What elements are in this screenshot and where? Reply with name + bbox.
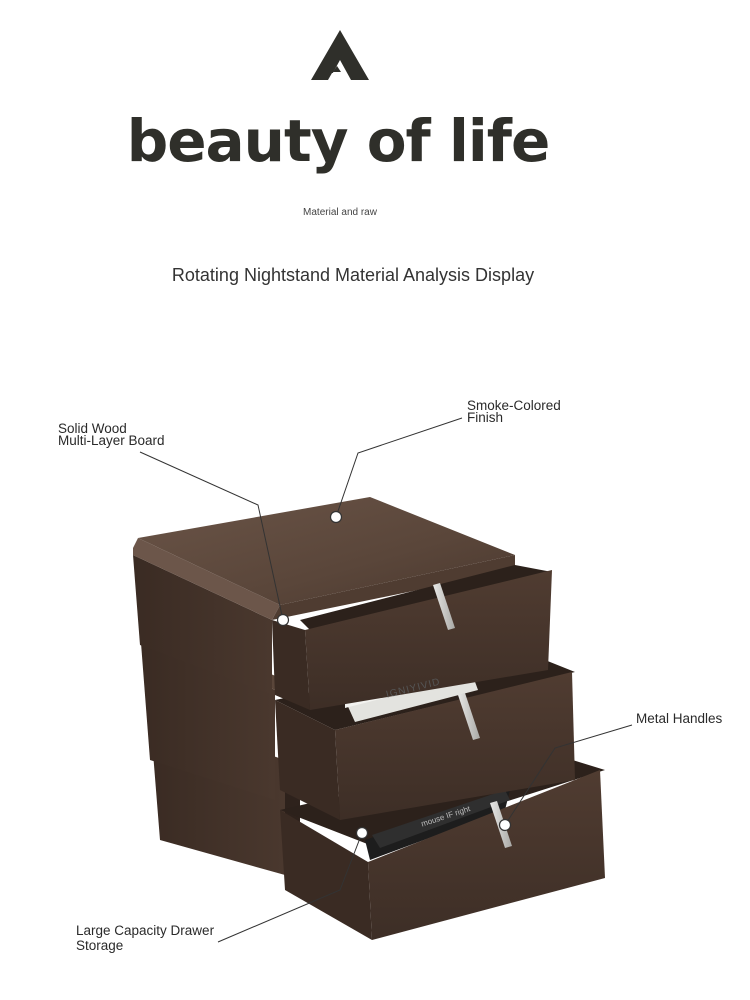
brand-logo-icon (311, 30, 369, 80)
headline: beauty of life (126, 107, 551, 175)
callout-leader-lines (139, 417, 633, 943)
callout-dots (276, 510, 512, 840)
callout-solid-wood: Solid Wood Multi-Layer Board (58, 421, 165, 448)
tagline: Material and raw (303, 207, 377, 218)
callout-smoke-finish-line2: Finish (467, 410, 504, 425)
drawer-top (272, 565, 552, 710)
callout-drawer-storage-line1: Large Capacity Drawer (76, 923, 215, 938)
callout-solid-wood-line2: Multi-Layer Board (58, 433, 165, 448)
callout-metal-handles-line1: Metal Handles (636, 711, 723, 726)
callout-drawer-storage: Large Capacity Drawer Storage (76, 923, 214, 953)
section-title: Rotating Nightstand Material Analysis Di… (171, 265, 535, 285)
callout-metal-handles: Metal Handles (636, 711, 723, 726)
callout-smoke-finish: Smoke-Colored Finish (467, 398, 561, 425)
cabinet-top-block (133, 497, 515, 695)
callout-smoke-finish-line1: Smoke-Colored (467, 398, 561, 413)
callout-solid-wood-line1: Solid Wood (58, 421, 127, 436)
callout-drawer-storage-line2: Storage (76, 938, 124, 953)
